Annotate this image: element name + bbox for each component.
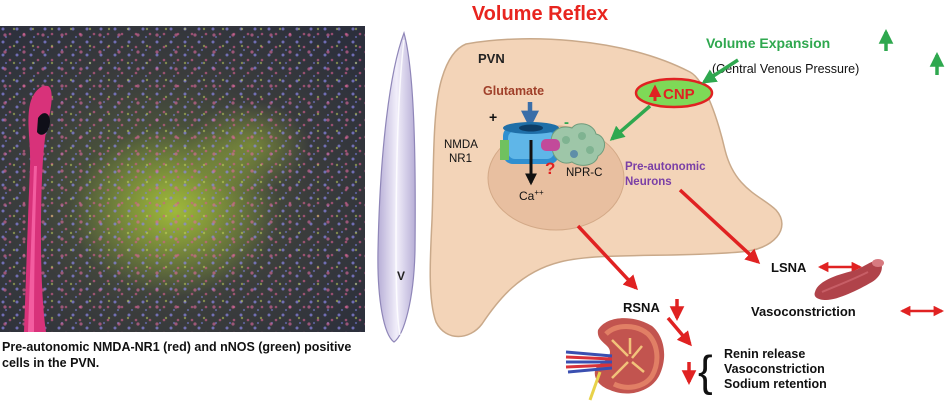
sodium-retention-label: Sodium retention [724,377,827,391]
preautonomic-label-line2: Neurons [625,176,672,188]
diagram-title: Volume Reflex [472,3,608,25]
cnp-to-nprc-arrow [609,104,652,141]
lsna-label: LSNA [771,260,807,275]
plus-sign: + [489,109,497,125]
ventricle-label: V [397,269,405,283]
cnp-label: CNP [663,86,695,103]
volume-expansion-label: Volume Expansion [706,35,830,51]
nmda-label: NMDA [444,139,478,151]
pvn-label: PVN [478,51,505,66]
effects-brace: { [698,347,713,396]
rsna-label: RSNA [623,300,660,315]
renin-release-label: Renin release [724,347,805,361]
nr1-label: NR1 [449,153,472,165]
glutamate-label: Glutamate [483,84,544,98]
preautonomic-label-line1: Pre-autonomic [625,161,706,173]
calcium-label: Ca++ [519,188,544,203]
pvn-micrograph [0,26,365,332]
vessel-vasoconstriction-label: Vasoconstriction [751,304,856,319]
neurons-to-lsna-arrow [678,188,761,264]
cnp-badge: CNP [634,77,714,109]
cvp-to-cnp-arrow [701,58,739,84]
photo-caption: Pre-autonomic NMDA-NR1 (red) and nNOS (g… [2,340,352,370]
question-mark: ? [545,159,555,178]
minus-sign: - [564,114,569,131]
renal-vasoconstriction-label: Vasoconstriction [724,362,825,376]
blood-vessel-image [814,259,884,300]
kidney-image [565,318,665,401]
neurons-to-rsna-arrow [576,224,639,291]
nprc-receptor [541,123,605,166]
kidney-to-effects-arrow [666,316,692,347]
nprc-label: NPR-C [566,167,602,179]
cvp-label: (Central Venous Pressure) [712,62,859,76]
